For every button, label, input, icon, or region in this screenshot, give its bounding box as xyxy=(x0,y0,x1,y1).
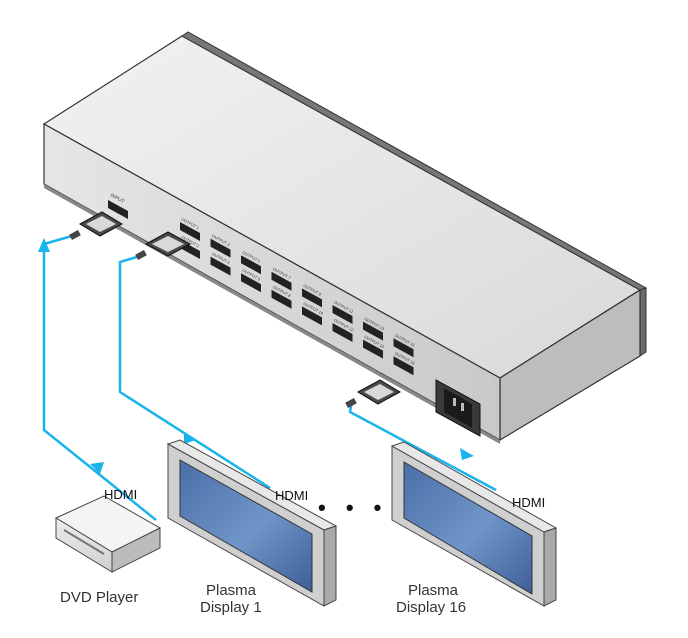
output-port xyxy=(302,306,322,326)
power-socket xyxy=(435,379,481,437)
output-port xyxy=(363,321,383,341)
output-port xyxy=(180,222,200,241)
display16-caption-line1: Plasma xyxy=(408,582,459,599)
dvd-player-caption: DVD Player xyxy=(60,589,139,606)
output-port xyxy=(241,255,261,275)
arrow-up-dvd xyxy=(38,238,104,474)
hdmi-label-dvd: HDMI xyxy=(104,487,138,502)
output-port xyxy=(393,338,414,358)
display16-caption-line2: Display 16 xyxy=(396,599,467,616)
output-port xyxy=(271,289,292,309)
output-port xyxy=(302,288,322,308)
output-port xyxy=(363,339,383,359)
cable-dvd xyxy=(42,234,157,521)
output-port xyxy=(332,323,353,342)
output-port xyxy=(210,238,231,258)
plasma-display-1 xyxy=(166,439,338,607)
hdmi-label-display1: HDMI xyxy=(275,488,309,503)
hdmi-label-display16: HDMI xyxy=(512,495,546,510)
arrow-display16 xyxy=(460,448,474,460)
dvd-player xyxy=(54,495,162,573)
switcher-chassis xyxy=(42,31,648,444)
arrow-display1 xyxy=(184,432,196,444)
display1-caption-line2: Display 1 xyxy=(200,599,262,616)
output-port xyxy=(271,271,292,291)
hdmi-plug-input xyxy=(69,211,124,240)
plasma-display-16 xyxy=(390,441,558,607)
output-port xyxy=(210,256,231,276)
output-port xyxy=(393,356,414,376)
hdmi-plug-output1 xyxy=(135,231,192,260)
output-port xyxy=(332,305,353,324)
ellipsis: • • • xyxy=(318,495,389,520)
hdmi-plug-output16 xyxy=(345,379,402,408)
display1-caption-line1: Plasma xyxy=(206,582,257,599)
output-port xyxy=(241,273,261,293)
